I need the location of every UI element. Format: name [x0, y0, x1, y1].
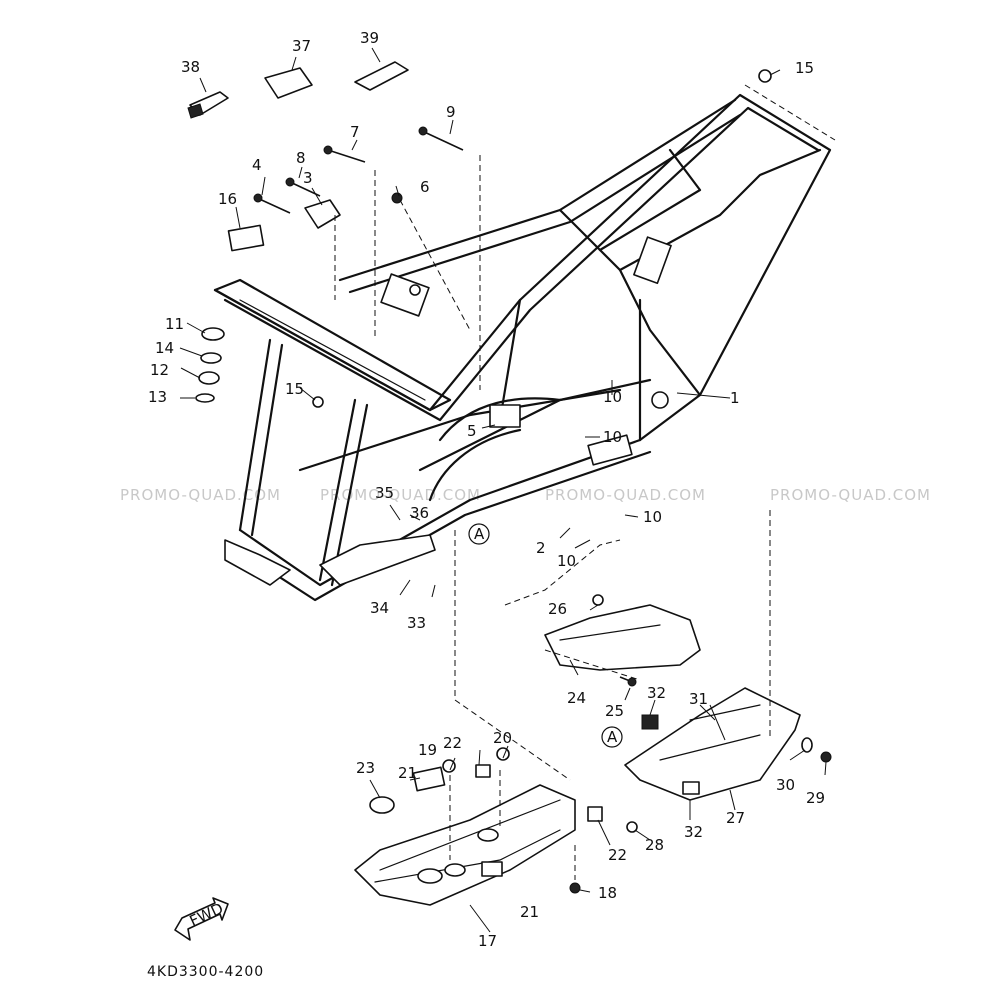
callout-24: 24: [567, 689, 586, 707]
watermark-row: PROMO-QUAD.COM PROMO-QUAD.COM PROMO-QUAD…: [120, 486, 931, 504]
callout-6: 6: [420, 178, 430, 196]
watermark: PROMO-QUAD.COM: [320, 486, 481, 504]
leader-lines: [179, 47, 827, 933]
callout-14: 14: [155, 339, 174, 357]
callout-21: 21: [398, 764, 417, 782]
watermark: PROMO-QUAD.COM: [545, 486, 706, 504]
svg-text:A: A: [474, 525, 485, 543]
svg-text:FWD: FWD: [187, 899, 226, 930]
callout-29: 29: [806, 789, 825, 807]
callout-38: 38: [181, 58, 200, 76]
callout-17: 17: [478, 932, 497, 950]
reference-lines: [334, 84, 836, 880]
watermark: PROMO-QUAD.COM: [120, 486, 281, 504]
callout-11: 11: [165, 315, 184, 333]
callout-10: 10: [603, 428, 622, 446]
skid-plate-24: [544, 594, 701, 687]
callout-18: 18: [598, 884, 617, 902]
ref-marker-a-skid: A: [601, 726, 623, 748]
callout-28: 28: [645, 836, 664, 854]
callout-19: 19: [418, 741, 437, 759]
svg-text:A: A: [607, 728, 618, 746]
fwd-arrow: FWD: [174, 897, 229, 941]
callout-22: 22: [608, 846, 627, 864]
callout-10: 10: [643, 508, 662, 526]
callout-10: 10: [557, 552, 576, 570]
callout-25: 25: [605, 702, 624, 720]
callout-15: 15: [795, 59, 814, 77]
diagram-code: 4KD3300-4200: [147, 964, 264, 980]
callout-21: 21: [520, 903, 539, 921]
callout-31: 31: [689, 690, 708, 708]
skid-plate-17: [354, 747, 603, 906]
callout-36: 36: [410, 504, 429, 522]
callout-35: 35: [375, 484, 394, 502]
callout-13: 13: [148, 388, 167, 406]
callout-37: 37: [292, 37, 311, 55]
callout-30: 30: [776, 776, 795, 794]
callout-3: 3: [303, 169, 313, 187]
callout-32: 32: [647, 684, 666, 702]
callout-32: 32: [684, 823, 703, 841]
callout-34: 34: [370, 599, 389, 617]
callout-26: 26: [548, 600, 567, 618]
callout-39: 39: [360, 29, 379, 47]
main-frame: [213, 93, 832, 602]
callout-12: 12: [150, 361, 169, 379]
ref-marker-a-frame: A: [468, 523, 490, 545]
callout-33: 33: [407, 614, 426, 632]
callout-15: 15: [285, 380, 304, 398]
callout-23: 23: [356, 759, 375, 777]
callout-2: 2: [536, 539, 546, 557]
callout-9: 9: [446, 103, 456, 121]
watermark: PROMO-QUAD.COM: [770, 486, 931, 504]
callout-labels: 1 2 3 4 5 6 7 8 9 10 10 10 10 11 12 13 1…: [148, 29, 825, 950]
callout-1: 1: [730, 389, 740, 407]
callout-10: 10: [603, 388, 622, 406]
callout-7: 7: [350, 123, 360, 141]
callout-8: 8: [296, 149, 306, 167]
small-parts: [187, 61, 772, 408]
callout-22: 22: [443, 734, 462, 752]
skid-plate-27: [624, 687, 832, 833]
callout-4: 4: [252, 156, 262, 174]
callout-5: 5: [467, 422, 477, 440]
callout-16: 16: [218, 190, 237, 208]
callout-27: 27: [726, 809, 745, 827]
callout-20: 20: [493, 729, 512, 747]
